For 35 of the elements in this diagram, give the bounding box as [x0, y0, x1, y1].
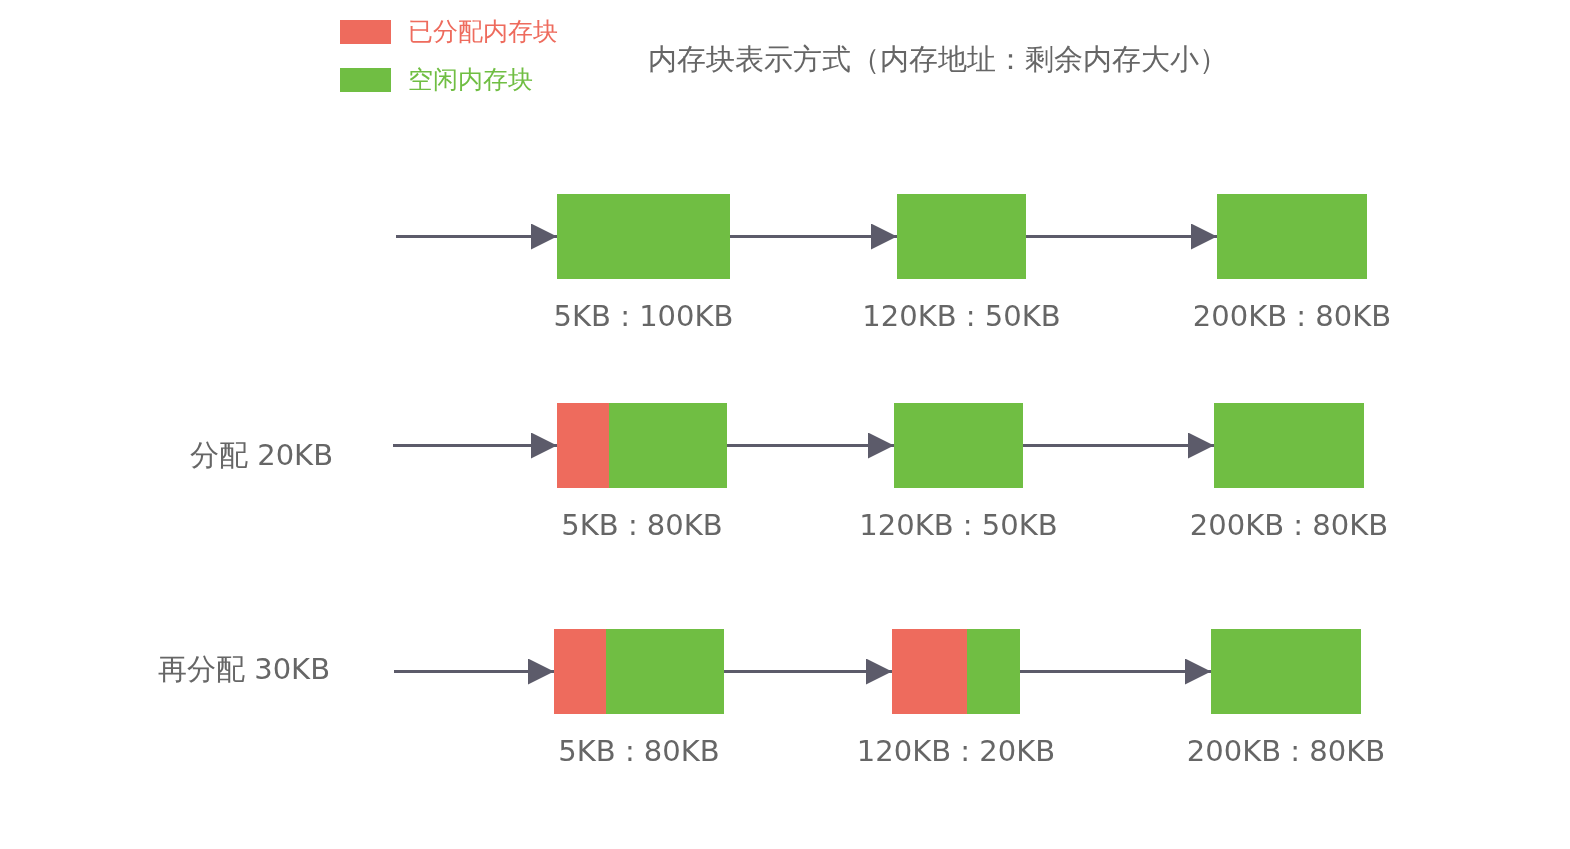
block-caption: 120KB : 50KB	[858, 508, 1059, 542]
arrow	[730, 223, 897, 250]
memory-block	[892, 629, 1020, 714]
allocated-segment	[554, 629, 606, 714]
arrow	[1020, 658, 1211, 685]
memory-block	[557, 403, 727, 488]
block-caption: 200KB : 80KB	[1185, 734, 1387, 768]
memory-block	[1217, 194, 1367, 279]
arrow	[394, 658, 554, 685]
arrow	[724, 658, 892, 685]
memory-block	[897, 194, 1026, 279]
block-caption: 5KB : 80KB	[557, 734, 721, 768]
arrow	[1026, 223, 1217, 250]
block-caption: 5KB : 80KB	[560, 508, 724, 542]
allocated-segment	[892, 629, 967, 714]
memory-block	[1211, 629, 1361, 714]
memory-block	[1214, 403, 1364, 488]
arrow	[727, 432, 894, 459]
row-label: 再分配 30KB	[158, 651, 331, 688]
legend-text: 已分配内存块	[408, 16, 558, 48]
block-caption: 5KB : 100KB	[552, 299, 735, 333]
memory-block	[554, 629, 724, 714]
block-caption: 200KB : 80KB	[1191, 299, 1393, 333]
arrow	[396, 223, 557, 250]
block-caption: 120KB : 50KB	[861, 299, 1062, 333]
memory-block	[557, 194, 730, 279]
block-caption: 120KB : 20KB	[855, 734, 1057, 768]
memory-block	[894, 403, 1023, 488]
block-caption: 200KB : 80KB	[1188, 508, 1390, 542]
allocated-segment	[557, 403, 609, 488]
arrow	[393, 432, 557, 459]
title: 内存块表示方式（内存地址：剩余内存大小）	[648, 41, 1228, 78]
legend-text: 空闲内存块	[408, 64, 533, 96]
arrow	[1023, 432, 1214, 459]
row-label: 分配 20KB	[190, 437, 334, 474]
